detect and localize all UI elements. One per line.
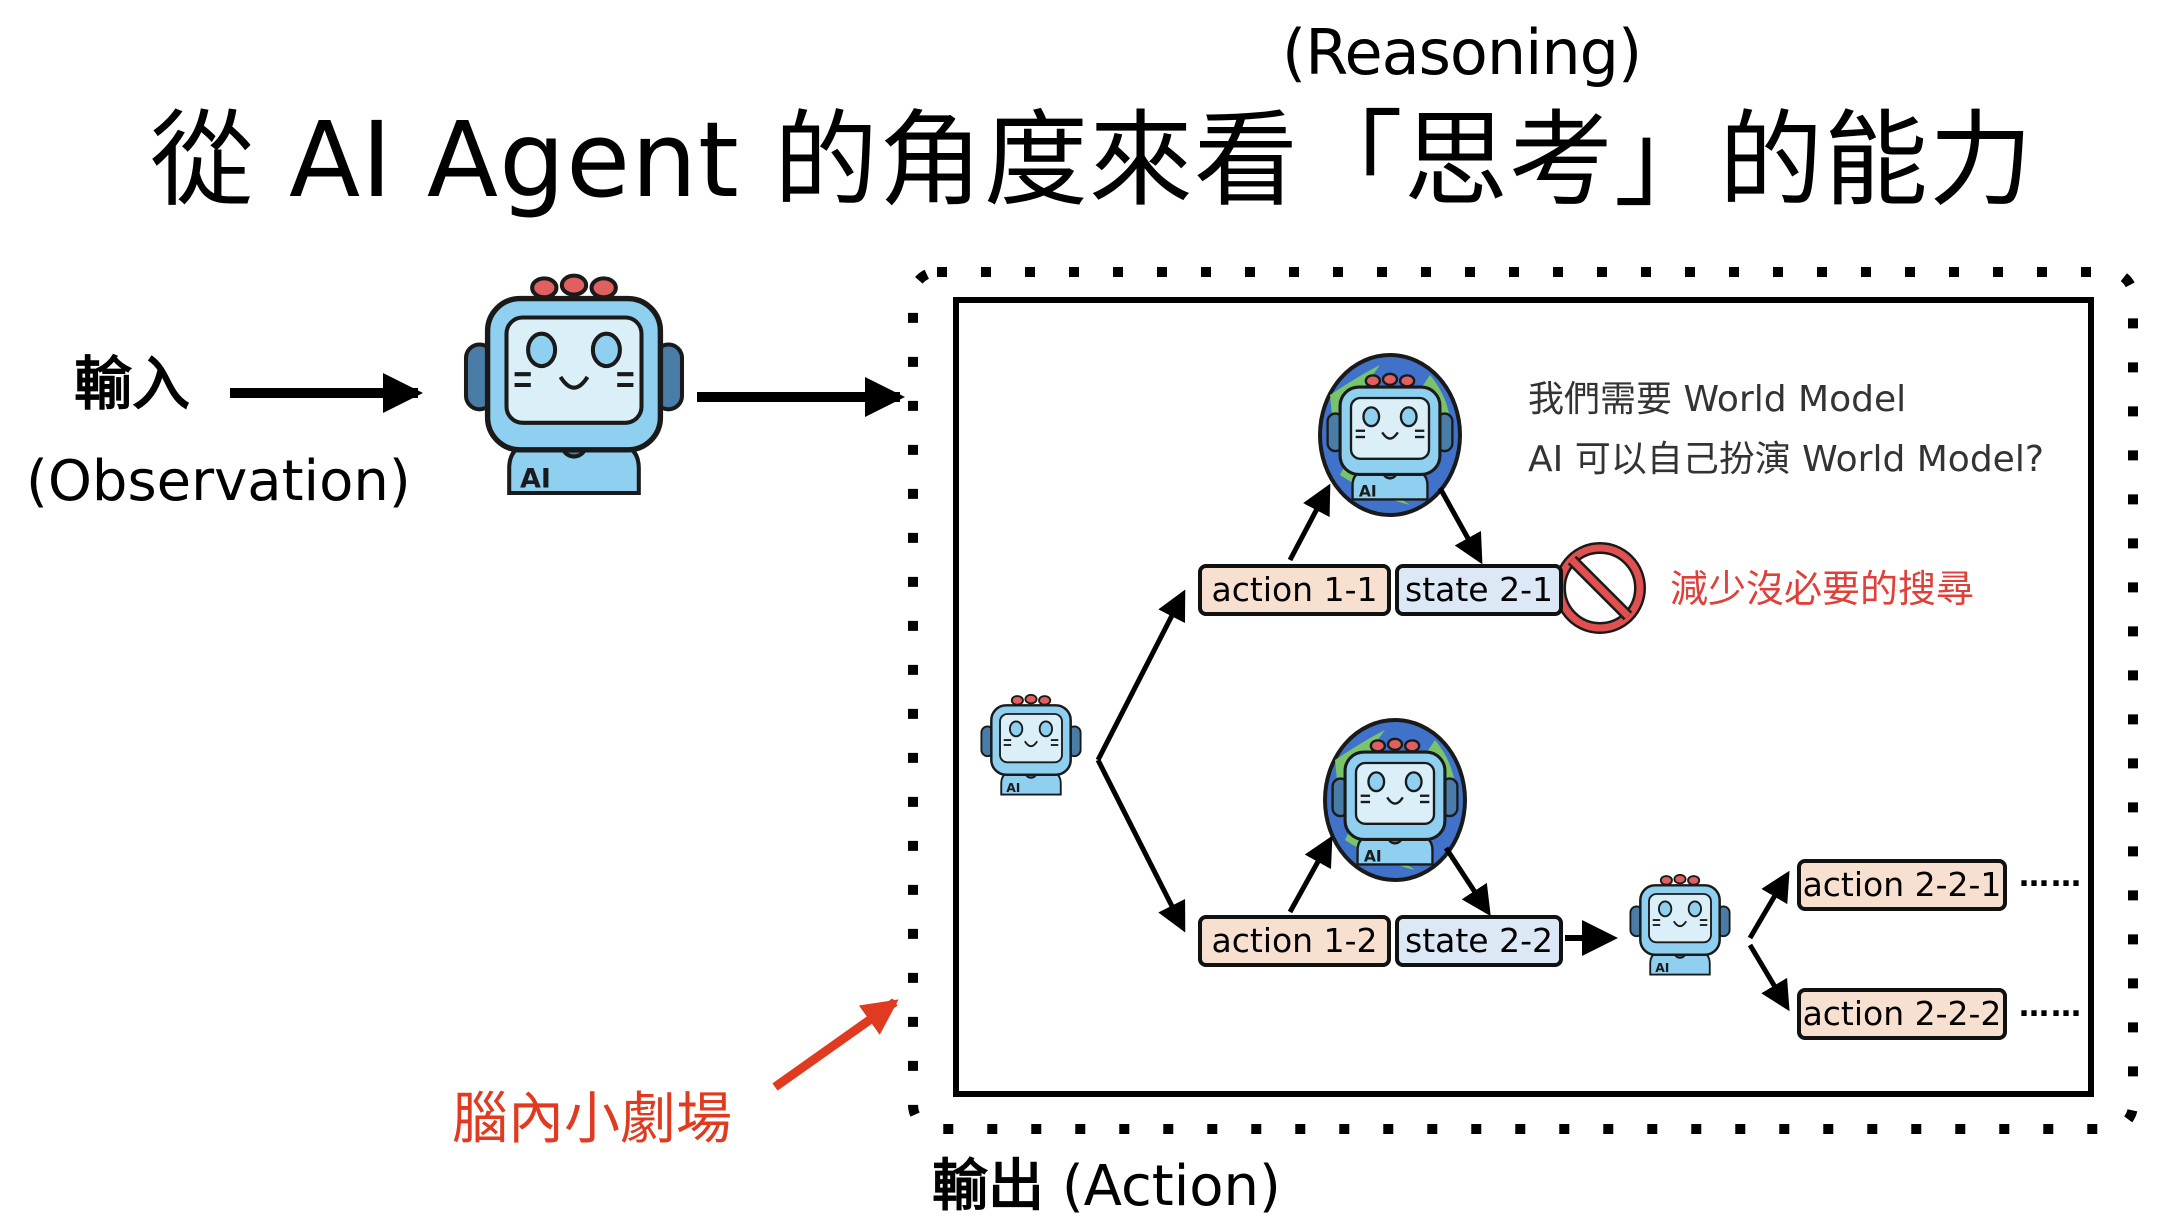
edge-world-model-state-2-2 bbox=[1443, 846, 1491, 917]
edge-agent-action-2-2-2 bbox=[1747, 943, 1790, 1012]
edge-world-model-state-2-1 bbox=[1437, 486, 1483, 565]
edge-root-action-1-2 bbox=[1095, 758, 1186, 933]
action-1-2-box: action 1-2 bbox=[1198, 915, 1391, 967]
world-model-note-2: AI 可以自己扮演 World Model? bbox=[1528, 439, 2044, 480]
ellipsis-2-2-2: …… bbox=[2019, 989, 2083, 1024]
input-label: 輸入 bbox=[74, 350, 191, 418]
reasoning-subtitle: (Reasoning) bbox=[1282, 16, 1642, 89]
prohibited-icon bbox=[1554, 542, 1646, 634]
observation-label: (Observation) bbox=[26, 449, 411, 514]
state-2-2-box: state 2-2 bbox=[1395, 915, 1563, 967]
action-2-2-1-box: action 2-2-1 bbox=[1797, 859, 2007, 911]
output-label-en: (Action) bbox=[1061, 1154, 1281, 1219]
output-label: 輸出 (Action) bbox=[932, 1155, 1281, 1219]
edge-agent-action-2-2-1 bbox=[1747, 870, 1790, 940]
mental-theater-label: 腦內小劇場 bbox=[452, 1087, 732, 1152]
edge-action-1-1-world-model bbox=[1287, 483, 1331, 562]
action-1-1-box: action 1-1 bbox=[1198, 564, 1391, 616]
callout-arrow bbox=[772, 998, 899, 1091]
reasoning-panel bbox=[953, 297, 2094, 1097]
edge-root-action-1-1 bbox=[1095, 589, 1186, 762]
thought-frame bbox=[908, 267, 2138, 1134]
page-title: 從 AI Agent 的角度來看「思考」的能力 bbox=[150, 99, 2034, 221]
action-2-2-2-box: action 2-2-2 bbox=[1797, 988, 2007, 1040]
state-2-1-box: state 2-1 bbox=[1395, 564, 1563, 616]
agent-robot-icon bbox=[466, 276, 682, 495]
edge-action-1-2-world-model bbox=[1287, 835, 1333, 914]
output-label-zh: 輸出 bbox=[932, 1154, 1044, 1219]
world-model-note-1: 我們需要 World Model bbox=[1528, 379, 1907, 420]
world-model-robot-icon bbox=[1325, 720, 1465, 880]
reduce-search-note: 減少沒必要的搜尋 bbox=[1670, 567, 1975, 611]
ellipsis-2-2-1: …… bbox=[2019, 859, 2083, 894]
